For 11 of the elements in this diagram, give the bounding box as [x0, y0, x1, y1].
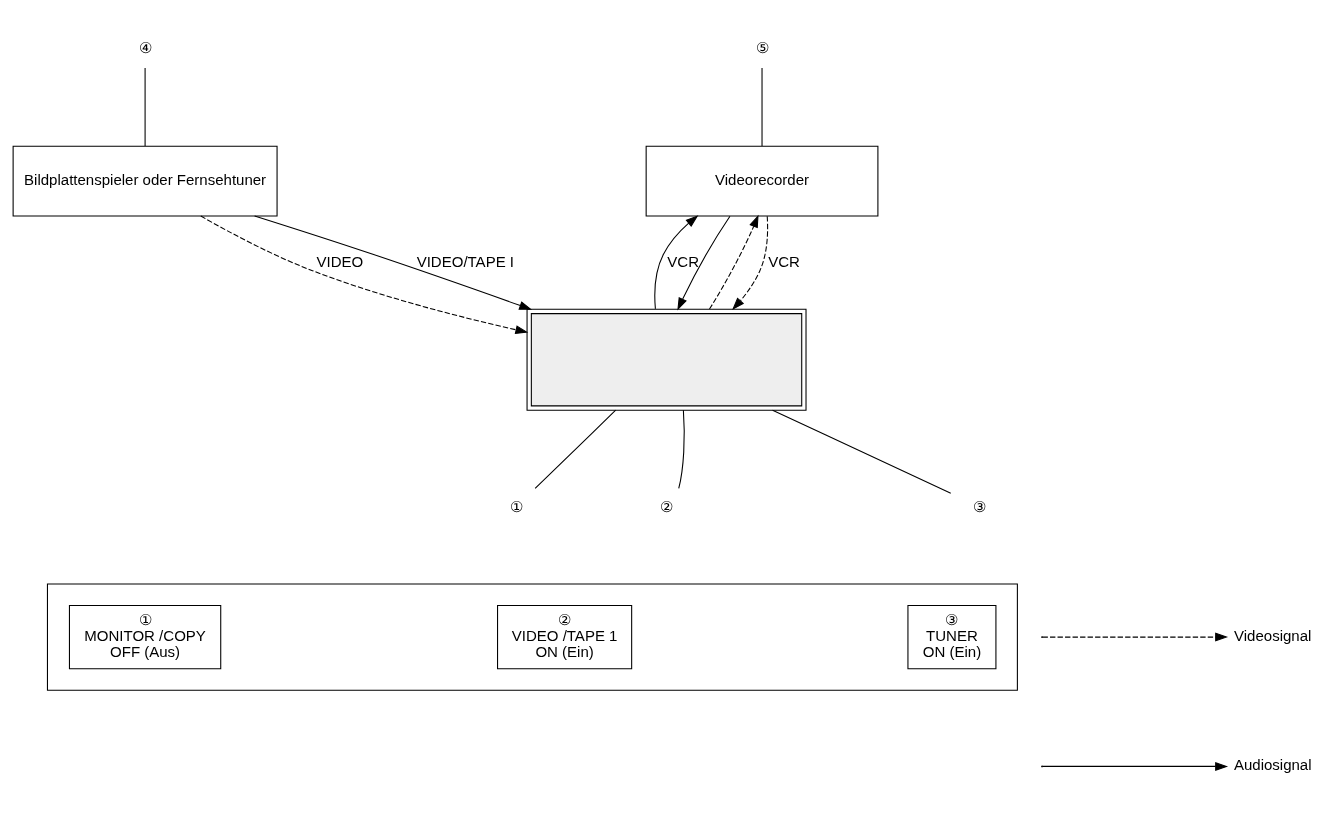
node-text: ③: [973, 497, 987, 515]
node-text: ①: [509, 497, 523, 515]
edge-label: VCR: [768, 252, 800, 270]
legend-label: Videosignal: [1234, 627, 1312, 645]
node-text: ⑤: [755, 38, 769, 56]
edge-label: VIDEO/TAPE I: [416, 252, 515, 270]
edge-label: VCR: [667, 252, 700, 270]
node-text: ④: [138, 38, 152, 56]
edge-label: VIDEO: [316, 252, 364, 270]
node-text: ②: [660, 497, 674, 515]
legend-label: Audiosignal: [1233, 756, 1312, 774]
